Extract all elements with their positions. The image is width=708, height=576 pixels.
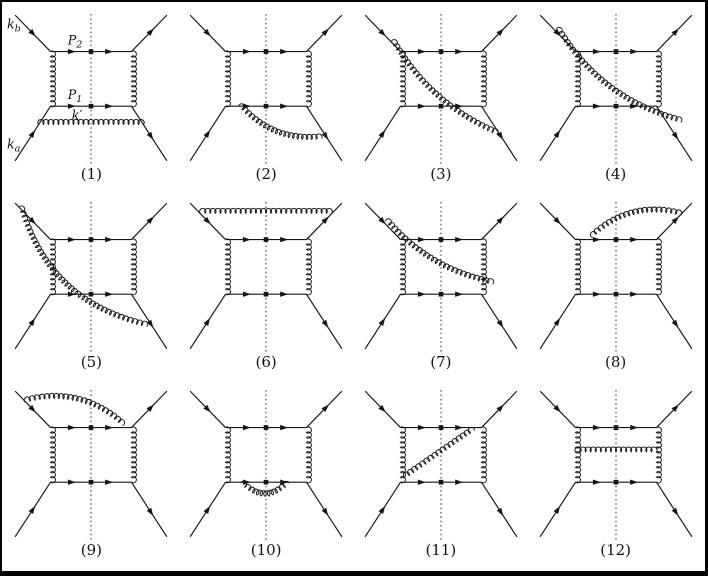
side-gluon-lines (574, 238, 662, 295)
extra-gluon-line (240, 480, 290, 497)
cut-vertex-squares (263, 236, 269, 297)
extra-gluon-line (37, 118, 146, 125)
external-quark-legs (539, 202, 692, 349)
extra-gluon-line (238, 102, 323, 140)
side-gluon-lines (224, 238, 313, 295)
feynman-diagram-12: (12) (528, 380, 703, 568)
side-gluon-lines (399, 426, 487, 483)
cut-vertex-squares (89, 48, 94, 109)
feynman-diagram-canvas (539, 389, 692, 540)
feynman-diagram-5: (5) (4, 192, 179, 380)
feynman-diagram-2: (2) (179, 4, 354, 192)
cut-vertex-squares (613, 48, 618, 109)
extra-gluon-line (402, 426, 475, 479)
diagram-number-label: (1) (80, 164, 102, 183)
extra-gluon-line (555, 26, 683, 123)
diagram-number-label: (5) (80, 352, 102, 371)
svg-text:k′: k′ (72, 107, 83, 122)
feynman-diagram-canvas (539, 13, 692, 164)
extra-gluon-line (574, 445, 658, 453)
external-quark-legs (539, 14, 692, 161)
feynman-diagram-7: (7) (354, 192, 529, 380)
side-gluon-lines (50, 50, 138, 107)
side-gluon-lines (50, 426, 138, 483)
feynman-diagram-3: (3) (354, 4, 529, 192)
cut-vertex-squares (613, 236, 618, 297)
side-gluon-lines (399, 238, 487, 295)
feynman-diagram-canvas (15, 201, 168, 352)
feynman-diagram-canvas (189, 13, 343, 164)
feynman-diagram-11: (11) (354, 380, 529, 568)
feynman-diagram-canvas (189, 201, 343, 352)
external-quark-legs (189, 202, 343, 349)
diagram-number-label: (4) (605, 164, 627, 183)
extra-gluon-line (589, 205, 682, 238)
diagram-number-label: (12) (600, 540, 632, 559)
external-quark-legs (15, 14, 168, 161)
feynman-diagram-canvas (364, 389, 518, 540)
side-gluon-lines (574, 50, 662, 107)
feynman-diagram-canvas (364, 13, 518, 164)
feynman-diagram-10: (10) (179, 380, 354, 568)
diagram-number-label: (6) (255, 352, 277, 371)
feynman-diagram-canvas (15, 389, 168, 540)
cut-vertex-squares (438, 424, 444, 485)
feynman-diagram-9: (9) (4, 380, 179, 568)
diagram-number-label: (2) (255, 164, 277, 183)
extra-gluon-line (24, 392, 126, 426)
diagram-number-label: (11) (425, 540, 457, 559)
feynman-diagram-canvas (364, 201, 518, 352)
extra-gluon-line (19, 205, 149, 327)
feynman-diagram-4: (4) (528, 4, 703, 192)
cut-vertex-squares (89, 236, 94, 297)
external-quark-legs (189, 14, 343, 161)
side-gluon-lines (50, 238, 138, 295)
cut-vertex-squares (438, 236, 444, 297)
diagram-number-label: (7) (430, 352, 452, 371)
diagram-number-label: (10) (250, 540, 282, 559)
side-gluon-lines (399, 50, 487, 107)
cut-vertex-squares (89, 424, 94, 485)
cut-vertex-squares (263, 48, 269, 109)
diagram-number-label: (9) (80, 540, 102, 559)
extra-gluon-line (390, 38, 499, 135)
diagram-number-label: (8) (605, 352, 627, 371)
feynman-diagram-6: (6) (179, 192, 354, 380)
external-quark-legs (189, 390, 343, 537)
side-gluon-lines (224, 426, 313, 483)
extra-gluon-line (199, 207, 333, 214)
feynman-diagram-canvas (189, 389, 343, 540)
external-quark-legs (15, 390, 168, 537)
diagram-number-label: (3) (430, 164, 452, 183)
cut-vertex-squares (263, 424, 269, 485)
external-quark-legs (364, 390, 518, 537)
external-quark-legs (364, 202, 518, 349)
side-gluon-lines (224, 50, 313, 107)
feynman-diagram-canvas (539, 201, 692, 352)
svg-text:ka: ka (7, 136, 21, 154)
feynman-diagram-8: (8) (528, 192, 703, 380)
side-gluon-lines (574, 426, 662, 483)
external-quark-legs (539, 390, 692, 537)
box-quark-lines (50, 424, 132, 485)
cut-vertex-squares (438, 48, 444, 109)
external-quark-legs (15, 202, 168, 349)
svg-text:P1: P1 (67, 87, 83, 105)
external-quark-legs (364, 14, 518, 161)
extra-gluon-line (384, 217, 495, 284)
svg-text:P2: P2 (67, 32, 83, 50)
cut-vertex-squares (613, 424, 618, 485)
